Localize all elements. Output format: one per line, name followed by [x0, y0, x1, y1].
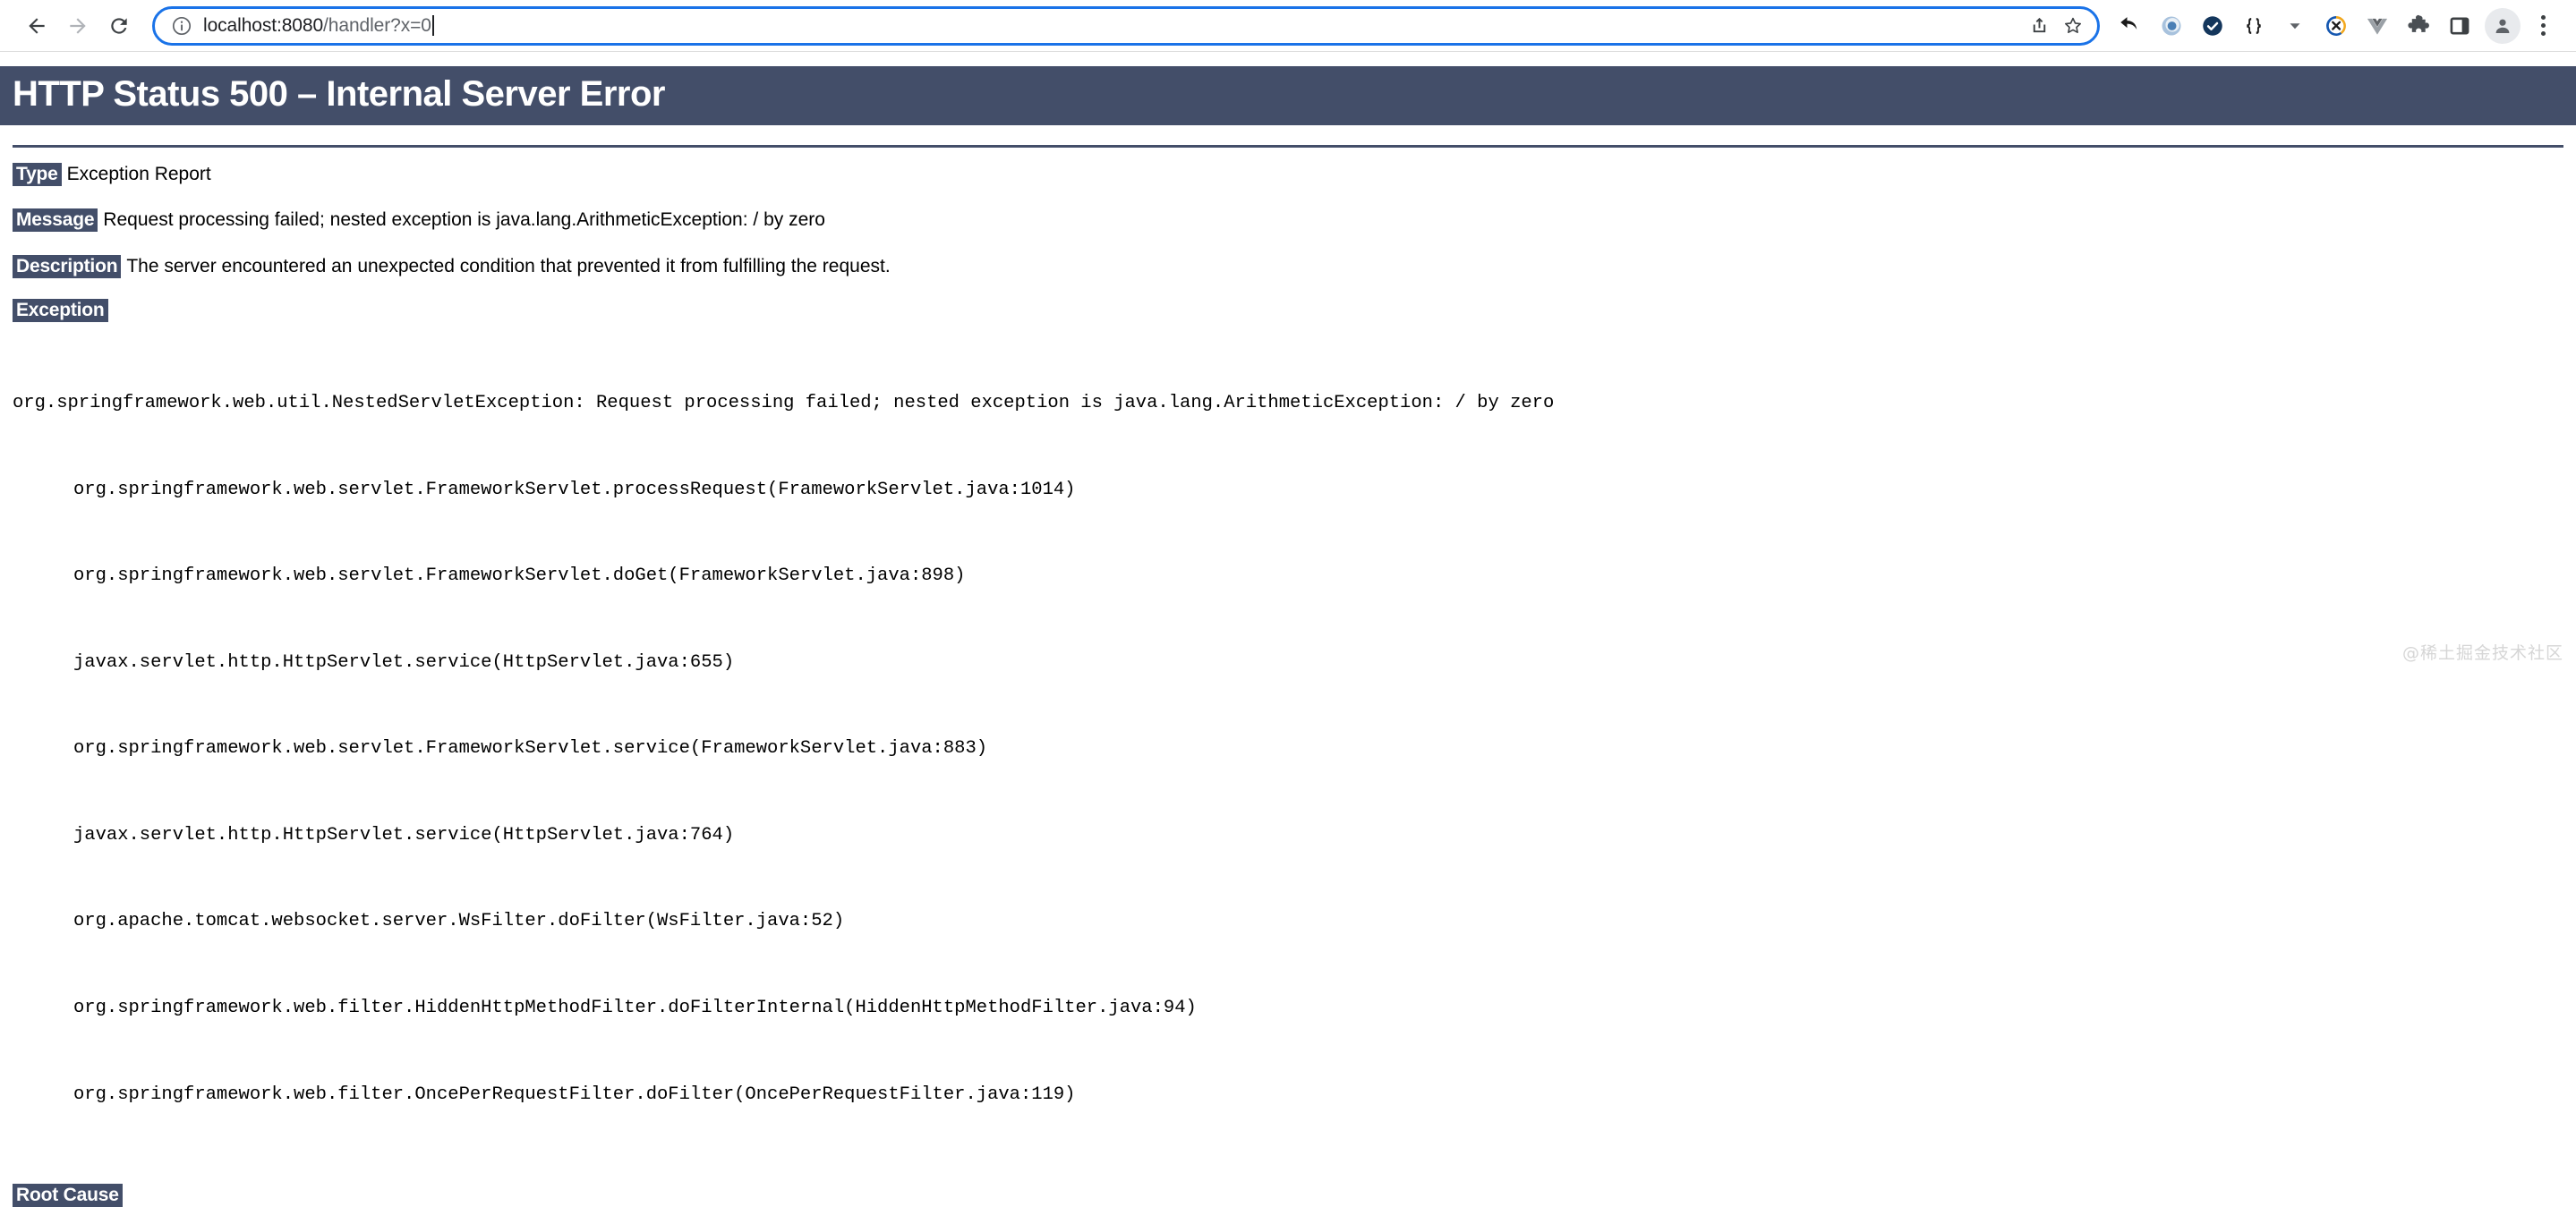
chrome-menu-button[interactable]	[2526, 6, 2560, 46]
page-title: HTTP Status 500 – Internal Server Error	[0, 66, 2576, 125]
menu-dot	[2540, 15, 2546, 20]
check-circle-icon-button[interactable]	[2193, 6, 2232, 46]
puzzle-piece-icon-button[interactable]	[2399, 6, 2438, 46]
undo-arrow-icon	[2120, 16, 2137, 30]
description-value: The server encountered an unexpected con…	[126, 255, 891, 276]
reload-button[interactable]	[98, 5, 140, 47]
menu-dot	[2540, 31, 2546, 36]
divider	[13, 145, 2563, 148]
stack-frame: org.springframework.web.servlet.Framewor…	[73, 565, 966, 587]
chevron-down-icon	[2290, 22, 2300, 29]
circle-cross-icon	[2326, 15, 2346, 36]
blue-swirl-icon	[2162, 16, 2181, 35]
curly-braces-icon	[2247, 17, 2261, 34]
vue-devtools-icon	[2367, 18, 2388, 35]
site-info-button[interactable]	[169, 13, 194, 38]
bookmark-button[interactable]	[2056, 9, 2090, 43]
vue-devtools-icon-button[interactable]	[2358, 6, 2397, 46]
back-button[interactable]	[16, 5, 57, 47]
stack-frame: org.springframework.web.servlet.Framewor…	[73, 479, 1076, 500]
avatar[interactable]	[2485, 7, 2521, 44]
url-text[interactable]: localhost:8080/handler?x=0	[203, 15, 2022, 37]
stack-frame: org.springframework.web.filter.OncePerRe…	[73, 1084, 1076, 1105]
type-value: Exception Report	[66, 164, 211, 184]
share-icon	[2033, 17, 2045, 33]
stack-frame: javax.servlet.http.HttpServlet.service(H…	[73, 824, 735, 846]
message-value: Request processing failed; nested except…	[103, 209, 825, 231]
stack-header-line: org.springframework.web.util.NestedServl…	[13, 393, 1555, 414]
text-cursor	[431, 15, 434, 36]
undo-arrow-icon-button[interactable]	[2111, 6, 2150, 46]
menu-dot	[2540, 23, 2546, 28]
stack-frame: org.springframework.web.filter.HiddenHtt…	[73, 997, 1197, 1018]
exception-label: Exception	[13, 299, 108, 323]
browser-toolbar: localhost:8080/handler?x=0	[0, 0, 2576, 52]
forward-arrow-icon	[70, 17, 86, 34]
forward-button[interactable]	[57, 5, 98, 47]
back-arrow-icon	[29, 17, 45, 34]
stack-trace: org.springframework.web.util.NestedServl…	[13, 332, 2576, 1167]
tomcat-error-page: HTTP Status 500 – Internal Server Error …	[0, 66, 2576, 1207]
watermark: @稀土掘金技术社区	[2401, 643, 2563, 663]
circle-cross-icon-button[interactable]	[2316, 6, 2356, 46]
blue-swirl-icon-button[interactable]	[2152, 6, 2191, 46]
exception-section-heading: Exception	[13, 299, 2576, 323]
stack-frame: org.apache.tomcat.websocket.server.WsFil…	[73, 911, 845, 932]
check-circle-icon	[2203, 15, 2222, 36]
url-path: /handler?x=0	[323, 14, 431, 36]
chevron-down-icon-button[interactable]	[2275, 6, 2315, 46]
stack-frame: javax.servlet.http.HttpServlet.service(H…	[73, 651, 735, 673]
info-circle-icon	[172, 16, 192, 35]
share-button[interactable]	[2022, 9, 2056, 43]
person-icon	[2495, 19, 2510, 33]
root-cause-label: Root Cause	[13, 1184, 123, 1207]
root-cause-section-heading: Root Cause	[13, 1184, 2576, 1207]
extensions-bar	[2111, 6, 2560, 46]
type-label: Type	[13, 163, 62, 186]
star-icon	[2065, 17, 2081, 33]
puzzle-piece-icon	[2408, 14, 2429, 32]
address-bar[interactable]: localhost:8080/handler?x=0	[152, 5, 2100, 46]
message-label: Message	[13, 208, 98, 233]
stack-frame: org.springframework.web.servlet.Framewor…	[73, 738, 988, 760]
url-host: localhost:8080	[203, 14, 324, 36]
description-label: Description	[13, 254, 122, 278]
side-panel-icon	[2450, 16, 2469, 35]
side-panel-icon-button[interactable]	[2440, 6, 2479, 46]
reload-icon	[111, 17, 127, 34]
curly-braces-icon-button[interactable]	[2234, 6, 2273, 46]
